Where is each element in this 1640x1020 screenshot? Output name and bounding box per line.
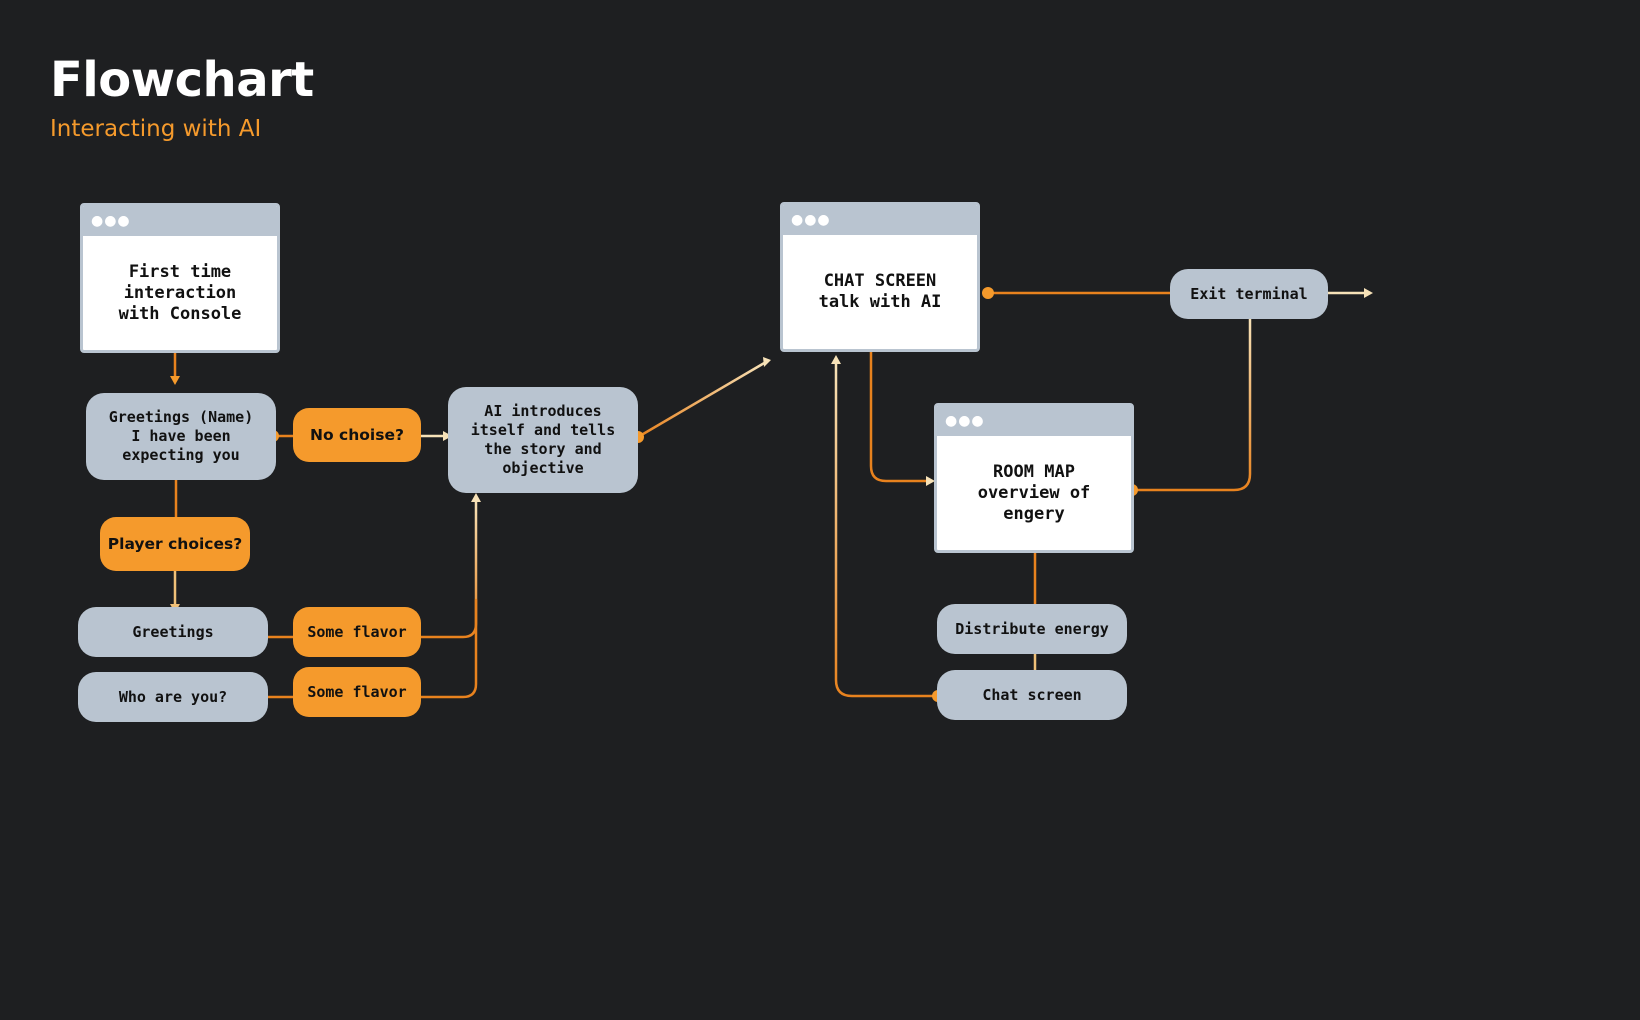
node-exit-terminal[interactable]: Exit terminal — [1170, 269, 1328, 319]
node-distribute-energy[interactable]: Distribute energy — [937, 604, 1127, 654]
arrowhead-down-greetings — [170, 376, 180, 385]
connector-flavor2-to-ai — [419, 598, 478, 699]
window-room-map-text: ROOM MAP overview of engery — [977, 461, 1091, 524]
connector-chatbtn-to-chat — [834, 360, 940, 698]
arrowhead-exit-out — [1364, 288, 1373, 298]
window-dots-icon: ●●● — [791, 212, 831, 228]
arrowhead-up-ai — [471, 493, 481, 502]
window-chat-screen-text: CHAT SCREEN talk with AI — [818, 271, 942, 312]
node-player-choices[interactable]: Player choices? — [100, 517, 250, 571]
node-some-flavor-2[interactable]: Some flavor — [293, 667, 421, 717]
window-dots-icon: ●●● — [91, 213, 131, 229]
window-first-time[interactable]: ●●● First time interaction with Console — [80, 203, 280, 353]
window-chat-screen[interactable]: ●●● CHAT SCREEN talk with AI — [780, 202, 980, 352]
arrowhead-chat — [763, 357, 771, 367]
page-subtitle: Interacting with AI — [50, 116, 262, 142]
node-greetings-name[interactable]: Greetings (Name) I have been expecting y… — [86, 393, 276, 480]
node-who-are-you[interactable]: Who are you? — [78, 672, 268, 722]
page-title: Flowchart — [50, 52, 314, 108]
port-chat-right — [982, 287, 994, 299]
window-titlebar: ●●● — [937, 406, 1131, 436]
window-first-time-text: First time interaction with Console — [118, 261, 242, 324]
node-no-choise[interactable]: No choise? — [293, 408, 421, 462]
window-dots-icon: ●●● — [945, 413, 985, 429]
node-some-flavor-1[interactable]: Some flavor — [293, 607, 421, 657]
connector-roommap-to-exit — [1130, 316, 1252, 492]
connector-flavor1-to-ai — [419, 498, 478, 639]
node-ai-introduces[interactable]: AI introduces itself and tells the story… — [448, 387, 638, 493]
connector-chat-to-roommap — [869, 341, 932, 483]
window-room-map[interactable]: ●●● ROOM MAP overview of engery — [934, 403, 1134, 553]
connector-ai-to-chat — [636, 360, 768, 439]
node-greetings[interactable]: Greetings — [78, 607, 268, 657]
arrowhead-up-chat — [831, 355, 841, 364]
arrowhead-roommap — [926, 476, 935, 486]
arrowhead-right-ai — [443, 431, 452, 441]
node-chat-screen[interactable]: Chat screen — [937, 670, 1127, 720]
window-titlebar: ●●● — [83, 206, 277, 236]
window-titlebar: ●●● — [783, 205, 977, 235]
